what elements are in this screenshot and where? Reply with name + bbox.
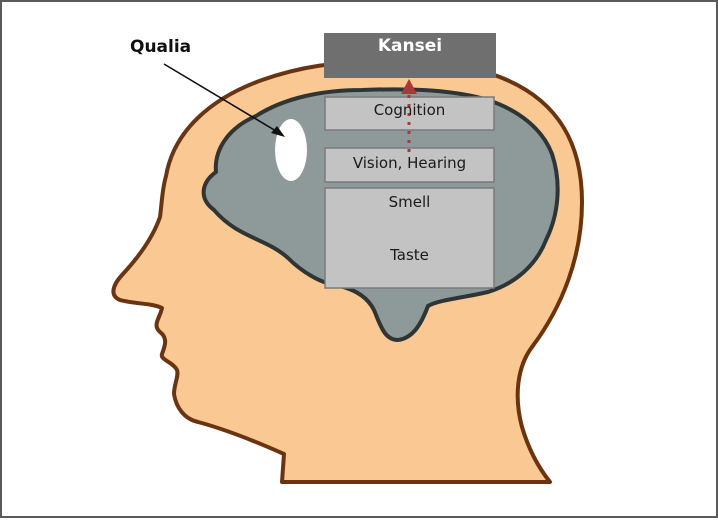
qualia-label: Qualia	[130, 37, 191, 57]
smell-label: Smell	[325, 193, 494, 211]
qualia-oval	[275, 119, 307, 181]
cognition-label: Cognition	[325, 101, 494, 119]
taste-label: Taste	[325, 246, 494, 264]
vision-hearing-label: Vision, Hearing	[325, 154, 494, 172]
kansei-label: Kansei	[324, 36, 496, 56]
